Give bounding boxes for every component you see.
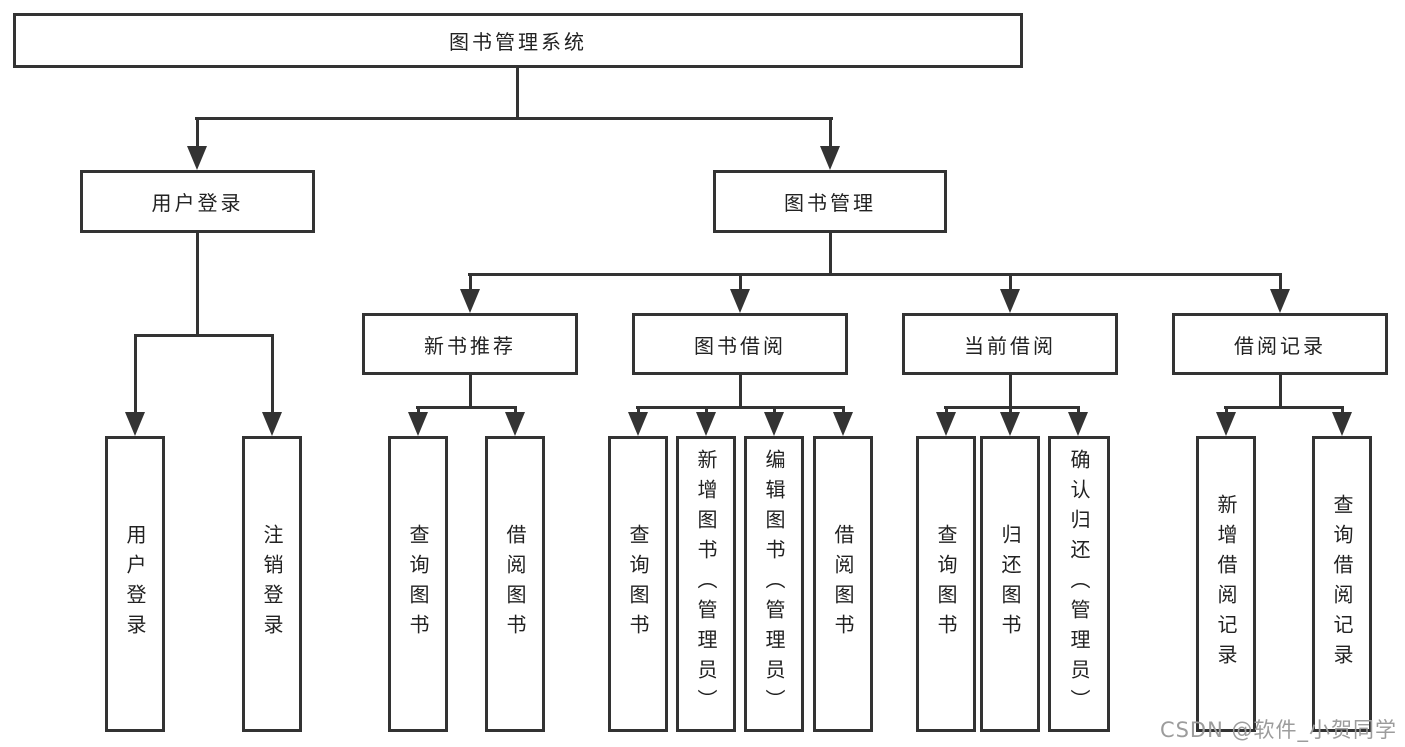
connector-line: [468, 273, 1282, 276]
connector-line: [944, 406, 1080, 409]
node-book-management: 图书管理: [713, 170, 947, 233]
connector-line: [1009, 375, 1012, 409]
node-borrowing-records: 借阅记录: [1172, 313, 1388, 375]
connector-line: [516, 68, 519, 120]
arrow-down-icon: [1270, 289, 1290, 313]
connector-line: [134, 334, 137, 414]
leaf-user-login: 用户登录: [105, 436, 165, 732]
connector-line: [637, 406, 640, 416]
connector-line: [1224, 406, 1344, 409]
arrow-down-icon: [408, 412, 428, 436]
connector-line: [195, 117, 833, 120]
arrow-down-icon: [505, 412, 525, 436]
arrow-down-icon: [764, 412, 784, 436]
leaf-add-borrow-record: 新增借阅记录: [1196, 436, 1256, 732]
connector-line: [196, 117, 199, 150]
leaf-borrow-books-2: 借阅图书: [813, 436, 873, 732]
leaf-confirm-return-admin: 确认归还（管理员）: [1048, 436, 1110, 732]
leaf-query-books-1: 查询图书: [388, 436, 448, 732]
connector-line: [1279, 375, 1282, 409]
node-current-borrowing: 当前借阅: [902, 313, 1118, 375]
connector-line: [829, 233, 832, 276]
connector-line: [773, 406, 776, 416]
arrow-down-icon: [460, 289, 480, 313]
connector-line: [945, 406, 948, 416]
connector-line: [271, 334, 274, 414]
node-user-login: 用户登录: [80, 170, 315, 233]
arrow-down-icon: [1332, 412, 1352, 436]
leaf-query-books-3: 查询图书: [916, 436, 976, 732]
connector-line: [1009, 273, 1012, 292]
arrow-down-icon: [820, 146, 840, 170]
watermark-text: CSDN @软件_小贺同学: [1159, 718, 1397, 742]
connector-line: [1279, 273, 1282, 292]
arrow-down-icon: [936, 412, 956, 436]
connector-line: [469, 273, 472, 292]
connector-line: [469, 375, 472, 409]
connector-line: [416, 406, 517, 409]
connector-line: [829, 117, 832, 150]
connector-line: [134, 334, 274, 337]
connector-line: [1009, 406, 1012, 416]
connector-line: [636, 406, 845, 409]
connector-line: [417, 406, 420, 416]
leaf-edit-book-admin: 编辑图书（管理员）: [744, 436, 804, 732]
arrow-down-icon: [1000, 412, 1020, 436]
leaf-borrow-books-1: 借阅图书: [485, 436, 545, 732]
node-book-borrowing: 图书借阅: [632, 313, 848, 375]
arrow-down-icon: [730, 289, 750, 313]
arrow-down-icon: [262, 412, 282, 436]
arrow-down-icon: [1216, 412, 1236, 436]
arrow-down-icon: [833, 412, 853, 436]
connector-line: [1077, 406, 1080, 416]
arrow-down-icon: [628, 412, 648, 436]
leaf-query-borrow-record: 查询借阅记录: [1312, 436, 1372, 732]
connector-line: [739, 375, 742, 409]
connector-line: [842, 406, 845, 416]
leaf-logout: 注销登录: [242, 436, 302, 732]
arrow-down-icon: [1068, 412, 1088, 436]
connector-line: [705, 406, 708, 416]
connector-line: [739, 273, 742, 292]
leaf-add-book-admin: 新增图书（管理员）: [676, 436, 736, 732]
leaf-return-book: 归还图书: [980, 436, 1040, 732]
connector-line: [1341, 406, 1344, 416]
connector-line: [196, 233, 199, 337]
leaf-query-books-2: 查询图书: [608, 436, 668, 732]
arrow-down-icon: [696, 412, 716, 436]
node-root: 图书管理系统: [13, 13, 1023, 68]
arrow-down-icon: [125, 412, 145, 436]
connector-line: [514, 406, 517, 416]
arrow-down-icon: [1000, 289, 1020, 313]
connector-line: [1225, 406, 1228, 416]
arrow-down-icon: [187, 146, 207, 170]
node-new-book-recommend: 新书推荐: [362, 313, 578, 375]
